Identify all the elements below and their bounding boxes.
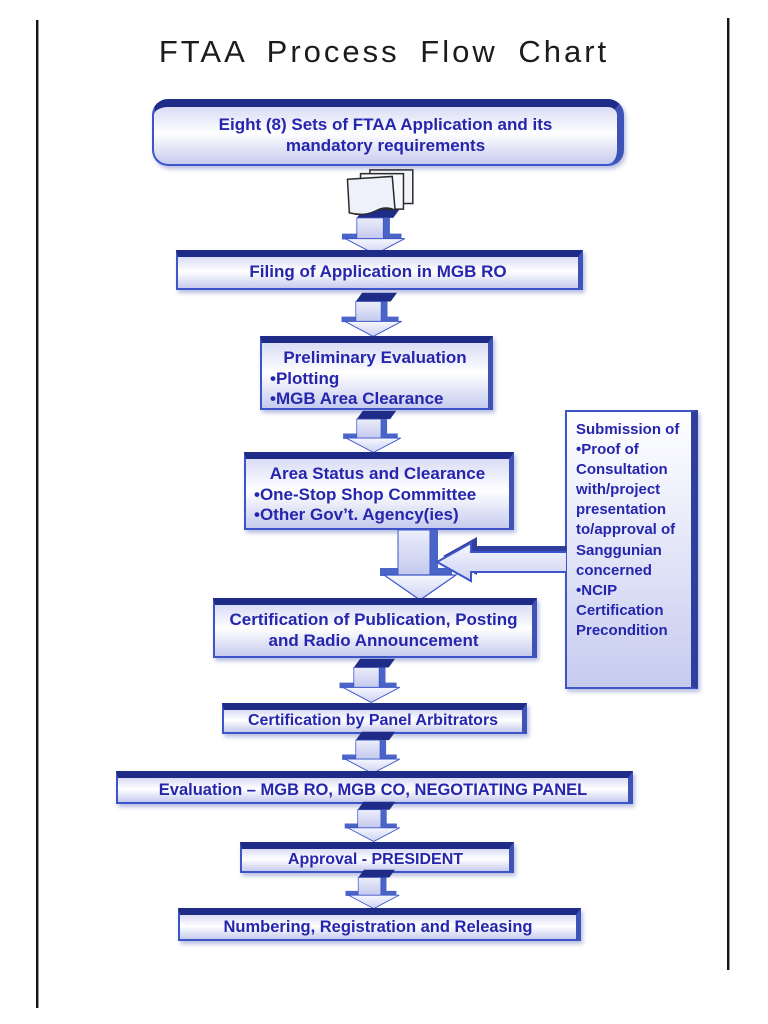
flow-box-evaluation: Evaluation – MGB RO, MGB CO, NEGOTIATING…: [116, 771, 633, 804]
right-page-rule: [727, 18, 730, 970]
flow-box-certification-panel: Certification by Panel Arbitrators: [222, 703, 527, 734]
down-arrow-3d-icon: [380, 529, 458, 601]
page-title: FTAA Process Flow Chart: [158, 34, 610, 69]
flow-box-approval: Approval - PRESIDENT: [240, 842, 514, 873]
left-page-rule: [36, 20, 39, 1008]
down-arrow-3d-icon: [345, 869, 400, 910]
flow-box-filing: Filing of Application in MGB RO: [176, 250, 583, 290]
document-stack-icon: [346, 169, 414, 216]
flow-box-application-label: Eight (8) Sets of FTAA Application and i…: [218, 114, 553, 155]
certification-panel-label: Certification by Panel Arbitrators: [247, 712, 499, 730]
down-arrow-3d-icon: [341, 292, 403, 337]
preliminary-bullet-plotting: •Plotting: [270, 368, 340, 388]
side-note-bullet-ncip: •NCIP Certification Precondition: [576, 581, 668, 639]
side-note-box: Submission of •Proof of Consultation wit…: [565, 410, 698, 689]
approval-label: Approval - PRESIDENT: [287, 851, 464, 869]
flow-box-preliminary-evaluation: Preliminary Evaluation •Plotting •MGB Ar…: [260, 336, 493, 410]
area-status-title: Area Status and Clearance: [269, 464, 486, 483]
preliminary-title: Preliminary Evaluation: [283, 348, 467, 367]
down-arrow-3d-icon: [344, 801, 401, 842]
left-arrow-3d-icon: [434, 537, 567, 583]
down-arrow-3d-icon: [342, 410, 402, 453]
certification-publication-label: Certification of Publication, Posting an…: [229, 609, 518, 650]
flow-box-application: Eight (8) Sets of FTAA Application and i…: [152, 99, 624, 166]
numbering-label: Numbering, Registration and Releasing: [223, 917, 533, 936]
side-note-bullet-consultation: •Proof of Consultation with/project pres…: [576, 441, 676, 579]
area-status-bullet-other-agency: •Other Gov’t. Agency(ies): [254, 505, 459, 525]
down-arrow-3d-icon: [341, 731, 401, 774]
flow-box-numbering: Numbering, Registration and Releasing: [178, 908, 581, 941]
side-note-line1: Submission of: [576, 421, 680, 438]
flow-box-area-status: Area Status and Clearance •One-Stop Shop…: [244, 452, 514, 530]
merge-connector: [380, 529, 567, 601]
preliminary-bullet-area-clearance: •MGB Area Clearance: [270, 389, 444, 409]
area-status-bullet-one-stop: •One-Stop Shop Committee: [254, 484, 477, 504]
flow-box-filing-label: Filing of Application in MGB RO: [249, 262, 507, 282]
down-arrow-3d-icon: [339, 658, 401, 703]
evaluation-label: Evaluation – MGB RO, MGB CO, NEGOTIATING…: [158, 780, 588, 799]
flow-box-certification-publication: Certification of Publication, Posting an…: [213, 598, 537, 658]
